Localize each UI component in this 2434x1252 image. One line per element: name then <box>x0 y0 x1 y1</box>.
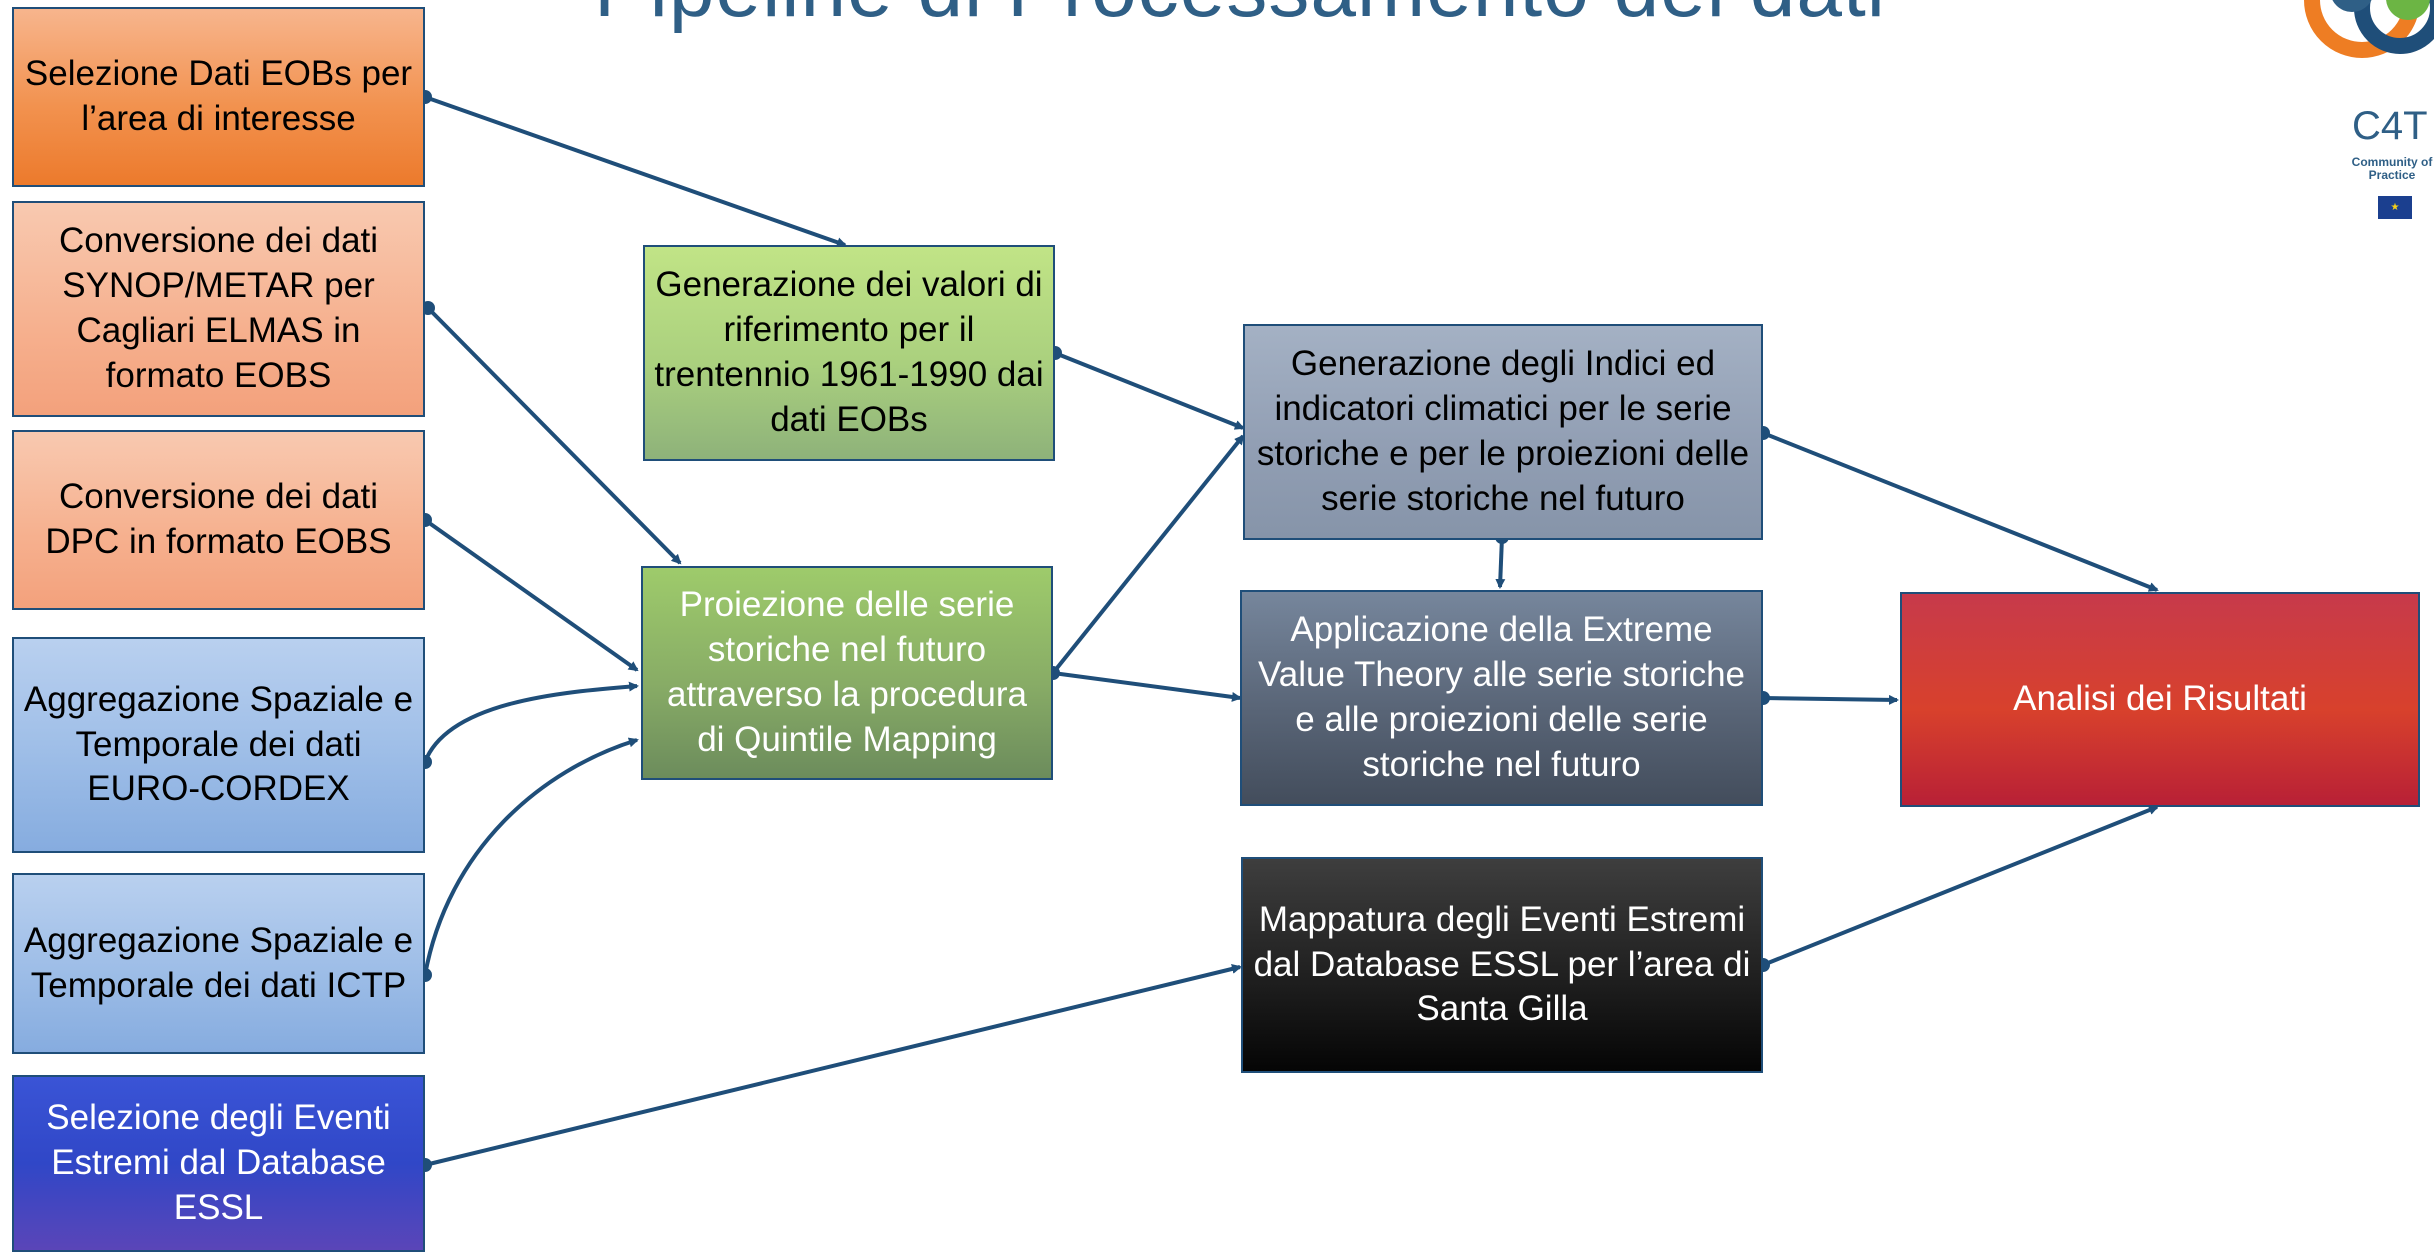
connector-b8-b9 <box>1051 434 1245 675</box>
connector-b4-b8 <box>423 681 639 763</box>
logo-subtitle: Community of Practice <box>2351 155 2433 182</box>
connector-b3-b8 <box>423 518 639 672</box>
node-label: Proiezione delle serie storiche nel futu… <box>667 585 1027 759</box>
node-label: Applicazione della Extreme Value Theory … <box>1257 610 1745 784</box>
node-aggregazione-euro-cordex: Aggregazione Spaziale e Temporale dei da… <box>12 637 425 853</box>
node-label: Mappatura degli Eventi Estremi dal Datab… <box>1253 899 1751 1029</box>
node-label: Conversione dei dati DPC in formato EOBS <box>45 477 392 561</box>
node-selezione-eventi-estremi: Selezione degli Eventi Estremi dal Datab… <box>12 1075 425 1252</box>
node-generazione-indici: Generazione degli Indici ed indicatori c… <box>1243 324 1763 540</box>
connector-b6-b11 <box>424 964 1242 1167</box>
node-conversione-dpc: Conversione dei dati DPC in formato EOBS <box>12 430 425 610</box>
connector-b7-b9 <box>1054 351 1245 430</box>
connector-b9-b12 <box>1762 431 2159 592</box>
node-label: Selezione degli Eventi Estremi dal Datab… <box>46 1098 391 1227</box>
node-label: Aggregazione Spaziale e Temporale dei da… <box>23 920 414 1005</box>
connector-b1-b7 <box>424 95 847 248</box>
node-proiezione-quintile-mapping: Proiezione delle serie storiche nel futu… <box>641 566 1053 780</box>
connector-b8-b10 <box>1052 671 1242 702</box>
logo-name: C4T <box>2352 104 2428 148</box>
eu-flag-icon: ★ <box>2378 196 2412 219</box>
connector-b11-b12 <box>1762 805 2159 967</box>
node-label: Generazione dei valori di riferimento pe… <box>654 265 1044 439</box>
node-mappatura-eventi-estremi: Mappatura degli Eventi Estremi dal Datab… <box>1241 857 1763 1073</box>
node-label: Conversione dei dati SYNOP/METAR per Cag… <box>58 221 379 395</box>
node-analisi-risultati: Analisi dei Risultati <box>1900 592 2420 807</box>
node-label: Generazione degli Indici ed indicatori c… <box>1256 344 1750 518</box>
page-title: Pipeline di Processamento dei dati <box>480 0 2000 36</box>
node-generazione-valori-riferimento: Generazione dei valori di riferimento pe… <box>643 245 1055 461</box>
connector-b10-b12 <box>1762 694 1899 705</box>
node-selezione-dati-eobs: Selezione Dati EOBs per l’area di intere… <box>12 7 425 187</box>
node-label: Aggregazione Spaziale e Temporale dei da… <box>23 679 414 809</box>
node-aggregazione-ictp: Aggregazione Spaziale e Temporale dei da… <box>12 873 425 1054</box>
node-conversione-synop-metar: Conversione dei dati SYNOP/METAR per Cag… <box>12 201 425 417</box>
connector-b9-b10 <box>1495 536 1506 589</box>
node-label: Selezione Dati EOBs per l’area di intere… <box>24 54 413 138</box>
node-label: Analisi dei Risultati <box>2013 679 2307 719</box>
c4t-logo <box>2304 0 2434 58</box>
node-extreme-value-theory: Applicazione della Extreme Value Theory … <box>1240 590 1763 806</box>
connector-b5-b8 <box>423 737 639 976</box>
